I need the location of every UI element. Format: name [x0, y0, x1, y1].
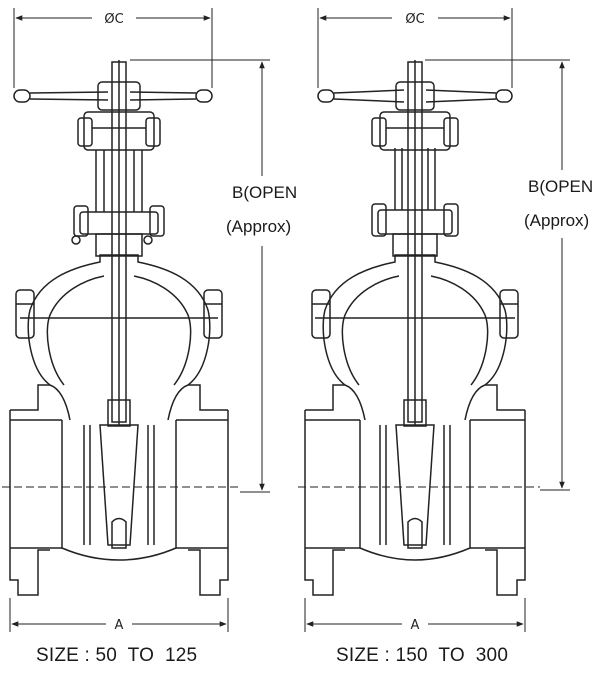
dim-b-left-line2: (Approx)	[226, 217, 291, 236]
size-caption-left: SIZE : 50 TO 125	[36, 645, 198, 666]
valve-right-drawing	[298, 60, 540, 596]
valve-left-drawing	[2, 60, 240, 596]
dim-b-left	[130, 59, 270, 493]
size-caption-right: SIZE : 150 TO 300	[336, 645, 509, 666]
dim-a-left-label: A	[115, 618, 124, 633]
dim-b-right-line2: (Approx)	[524, 211, 589, 230]
dim-c-right-label: ØC	[405, 12, 424, 27]
dim-b-left-line1: B(OPEN	[232, 183, 297, 202]
dim-c-left-label: ØC	[104, 12, 123, 27]
dim-c-left	[13, 8, 213, 88]
dim-b-right	[425, 59, 570, 491]
dim-a-left	[9, 598, 229, 632]
dim-a-right	[304, 598, 526, 632]
dim-c-right	[317, 8, 513, 88]
dim-b-right-line1: B(OPEN	[528, 177, 593, 196]
dim-a-right-label: A	[411, 618, 420, 633]
